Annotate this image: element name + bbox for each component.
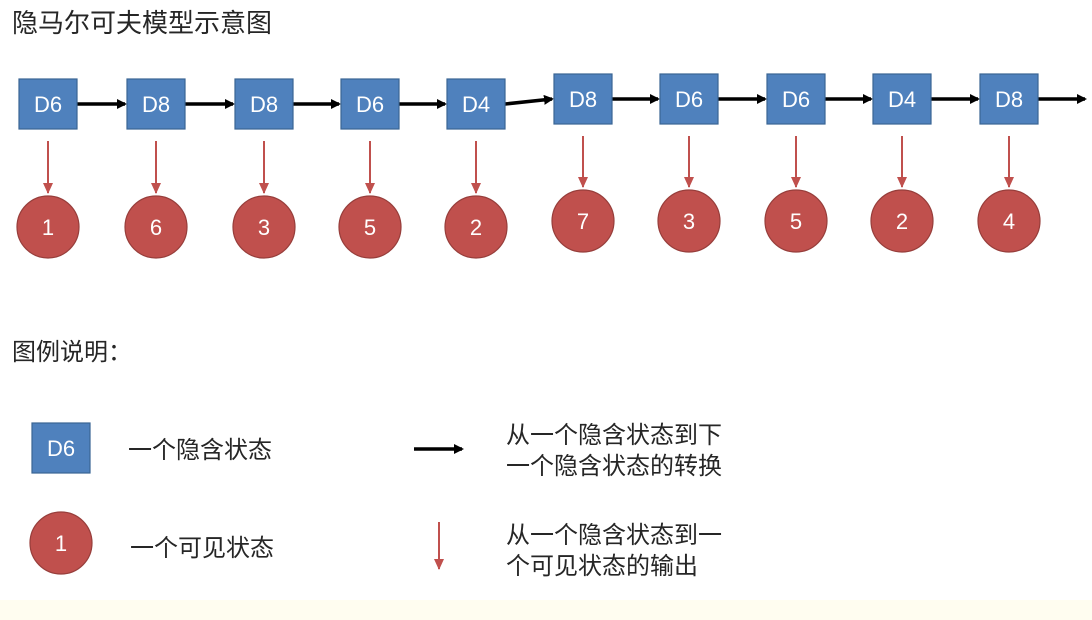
hidden-state-box [340, 78, 400, 130]
legend-heading: 图例说明： [12, 338, 132, 366]
observation-circle [764, 189, 828, 253]
observation-circle [444, 195, 508, 259]
observation-label: 5 [790, 209, 802, 234]
hidden-state-label: D6 [34, 92, 62, 117]
legend-observed-state: 1 一个可见状态 [29, 511, 274, 575]
legend-hidden-state-desc: 一个隐含状态 [128, 436, 272, 464]
hidden-state-label: D8 [569, 87, 597, 112]
observation-node: 7 [551, 189, 615, 253]
hidden-state-box [234, 78, 294, 130]
legend-observed-state-desc: 一个可见状态 [130, 534, 274, 562]
legend-observed-state-circle [29, 511, 93, 575]
legend-observed-state-label: 1 [55, 531, 67, 556]
hidden-state-node: D8 [234, 78, 294, 130]
hidden-state-node: D8 [126, 78, 186, 130]
observation-node: 1 [16, 195, 80, 259]
observation-node: 3 [232, 195, 296, 259]
hidden-state-node: D6 [18, 78, 78, 130]
hidden-state-node: D8 [979, 73, 1039, 125]
hidden-state-label: D8 [142, 92, 170, 117]
hidden-state-box [18, 78, 78, 130]
observation-node: 2 [444, 195, 508, 259]
hidden-state-node: D4 [872, 73, 932, 125]
observation-label: 3 [258, 215, 270, 240]
legend-emission-desc-line-2: 个可见状态的输出 [506, 552, 698, 580]
legend-transition-desc-line-2: 一个隐含状态的转换 [506, 452, 722, 480]
hidden-state-label: D4 [462, 92, 490, 117]
legend-hidden-state-label: D6 [47, 436, 75, 461]
bottom-band [0, 600, 1092, 620]
hidden-state-label: D8 [995, 87, 1023, 112]
hidden-state-box [872, 73, 932, 125]
hidden-state-node: D8 [553, 73, 613, 125]
observation-label: 6 [150, 215, 162, 240]
legend-emission: 从一个隐含状态到一 个可见状态的输出 [434, 521, 722, 580]
observation-label: 1 [42, 215, 54, 240]
legend-hidden-state-box [31, 422, 91, 474]
legend-transition-desc-line-1: 从一个隐含状态到下 [506, 421, 722, 449]
hmm-chain: D6 1 D8 6 D8 3 D6 5 D4 2 D8 7 D6 3 D6 5 D4 2 D8 4 [16, 73, 1087, 259]
hidden-state-label: D6 [675, 87, 703, 112]
observation-circle [551, 189, 615, 253]
hidden-state-label: D6 [356, 92, 384, 117]
hidden-state-label: D6 [782, 87, 810, 112]
hidden-state-node: D6 [340, 78, 400, 130]
legend-transition: 从一个隐含状态到下 一个隐含状态的转换 [414, 421, 722, 480]
observation-circle [870, 189, 934, 253]
hidden-state-box [766, 73, 826, 125]
observation-node: 6 [124, 195, 188, 259]
observation-circle [657, 189, 721, 253]
observation-label: 7 [577, 209, 589, 234]
observation-node: 5 [764, 189, 828, 253]
observation-circle [977, 189, 1041, 253]
observation-label: 2 [470, 215, 482, 240]
hidden-state-node: D6 [766, 73, 826, 125]
observation-label: 2 [896, 209, 908, 234]
hidden-state-box [979, 73, 1039, 125]
observation-node: 3 [657, 189, 721, 253]
diagram-title: 隐马尔可夫模型示意图 [12, 9, 272, 39]
hidden-state-node: D4 [446, 78, 506, 130]
hidden-state-node: D6 [659, 73, 719, 125]
observation-node: 5 [338, 195, 402, 259]
hidden-state-label: D8 [250, 92, 278, 117]
hidden-state-box [446, 78, 506, 130]
observation-node: 4 [977, 189, 1041, 253]
observation-circle [16, 195, 80, 259]
observation-circle [232, 195, 296, 259]
observation-circle [124, 195, 188, 259]
observation-label: 3 [683, 209, 695, 234]
observation-label: 5 [364, 215, 376, 240]
hidden-state-box [659, 73, 719, 125]
legend-emission-desc-line-1: 从一个隐含状态到一 [506, 521, 722, 549]
observation-circle [338, 195, 402, 259]
hidden-state-box [126, 78, 186, 130]
hidden-state-label: D4 [888, 87, 916, 112]
transition-arrow [504, 94, 554, 106]
hidden-state-box [553, 73, 613, 125]
legend-hidden-state: D6 一个隐含状态 [31, 422, 272, 474]
observation-label: 4 [1003, 209, 1015, 234]
observation-node: 2 [870, 189, 934, 253]
